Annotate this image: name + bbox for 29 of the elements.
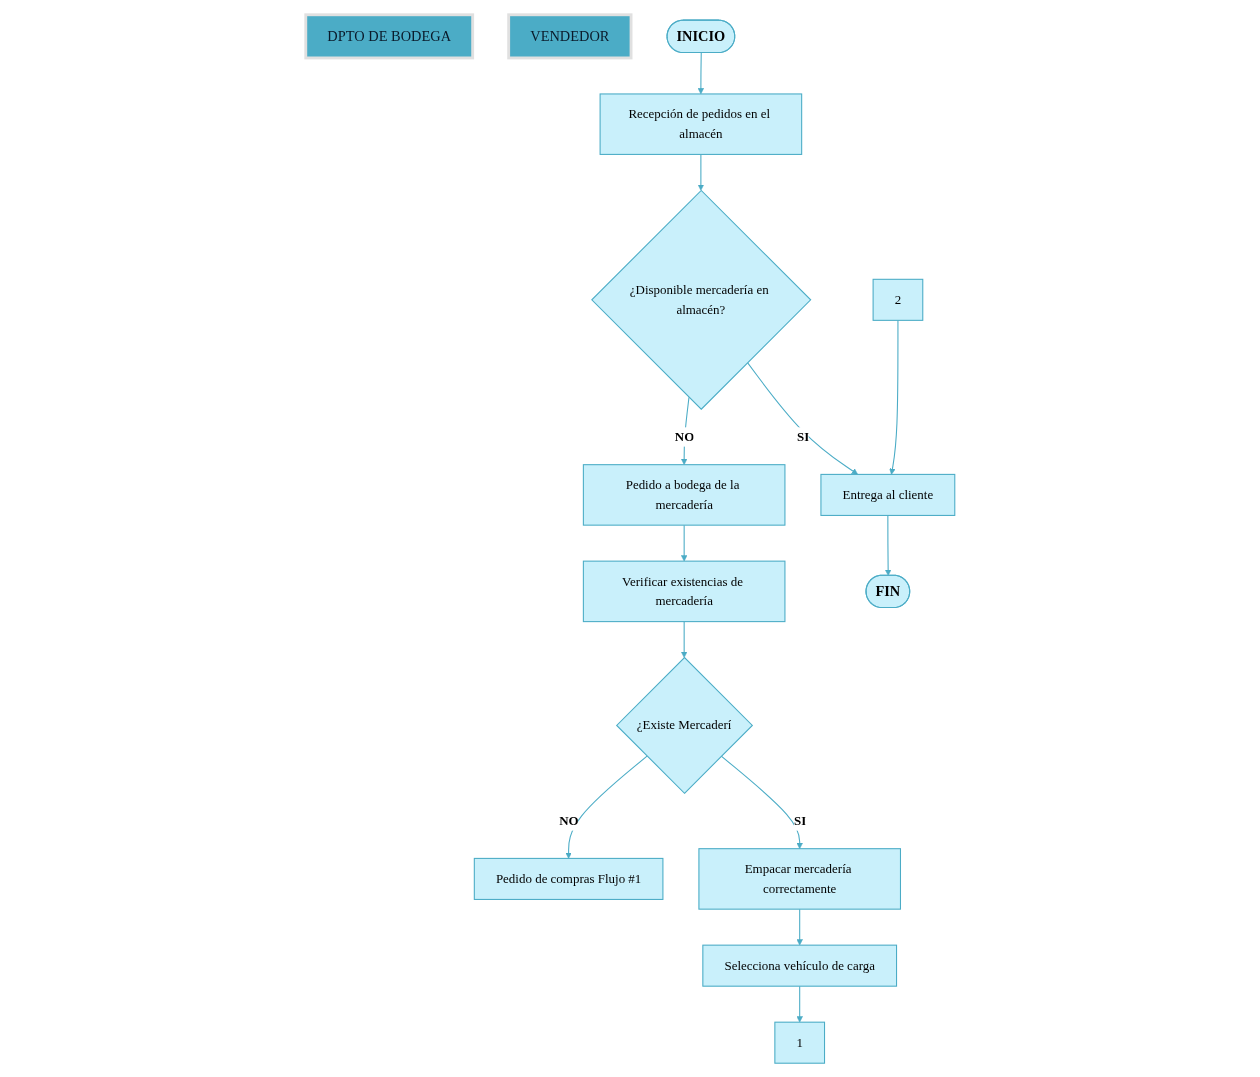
node-diamond: ¿Existe Mercaderí bbox=[615, 656, 753, 794]
node-box: 2 bbox=[872, 278, 924, 321]
arrow bbox=[796, 908, 803, 945]
arrow bbox=[680, 396, 690, 465]
arrow bbox=[697, 51, 704, 94]
node-box: VENDEDOR bbox=[506, 12, 633, 59]
node-diamond: ¿Disponible mercadería en almacén? bbox=[590, 189, 812, 410]
node-box: Entrega al cliente bbox=[820, 473, 956, 516]
edge-label: NO bbox=[674, 428, 694, 444]
node-box: 1 bbox=[774, 1021, 825, 1064]
node-box: DPTO DE BODEGA bbox=[304, 12, 474, 59]
edge-label: NO bbox=[558, 812, 579, 828]
edge-label: SI bbox=[796, 428, 809, 444]
arrow bbox=[889, 319, 899, 475]
arrow bbox=[680, 524, 688, 561]
arrow bbox=[720, 755, 803, 849]
node-box: Selecciona vehículo de carga bbox=[702, 944, 897, 987]
node-box: Pedido de compras Flujo #1 bbox=[473, 857, 664, 900]
node-box: Empacar mercadería correctamente bbox=[698, 847, 901, 910]
node-box: Pedido a bodega de la mercadería bbox=[582, 463, 786, 526]
arrow bbox=[680, 620, 688, 658]
node-box: Recepción de pedidos en el almacén bbox=[599, 92, 802, 155]
arrow bbox=[884, 514, 892, 576]
node-box: Verificar existencias de mercadería bbox=[582, 560, 786, 622]
arrow bbox=[746, 361, 858, 475]
arrow bbox=[565, 755, 648, 859]
arrow bbox=[796, 985, 803, 1022]
arrow bbox=[697, 153, 704, 191]
edge-label: SI bbox=[793, 812, 806, 828]
